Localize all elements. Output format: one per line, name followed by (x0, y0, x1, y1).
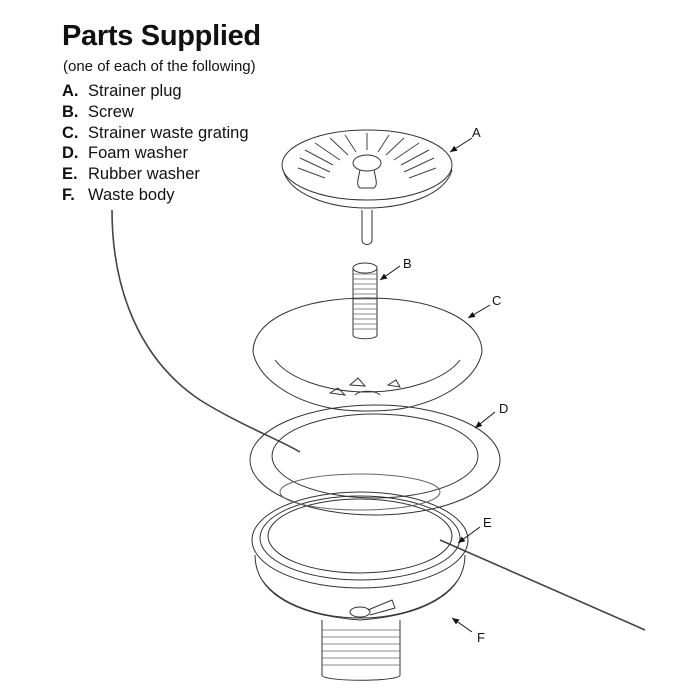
part-letter: C. (62, 123, 79, 142)
part-name: Strainer plug (88, 82, 182, 100)
callout-arrow-a (449, 137, 473, 153)
part-name: Waste body (88, 185, 175, 204)
part-letter: D. (62, 144, 79, 163)
callout-label-a: A (472, 125, 481, 140)
parts-list-item: A. Strainer plug (62, 81, 249, 102)
strainer-waste-grating (252, 297, 483, 412)
screw (352, 262, 378, 340)
part-letter: B. (62, 102, 79, 121)
part-letter: E. (62, 165, 78, 184)
part-name: Rubber washer (88, 165, 200, 184)
callout-label-c: C (492, 293, 501, 308)
parts-list: A. Strainer plug B. Screw C. Strainer waste… (62, 81, 249, 206)
callout-arrow-d (474, 411, 496, 429)
part-letter: F. (62, 185, 75, 204)
foam-washer (249, 404, 501, 516)
cable-line (111, 209, 646, 631)
parts-list-item: E. Rubber washer (62, 164, 249, 185)
part-name: Strainer waste grating (88, 123, 249, 142)
parts-list-item: C. Strainer waste grating (62, 123, 249, 144)
strainer-plug (281, 129, 453, 245)
parts-list-item: F. Waste body (62, 185, 249, 206)
callout-arrow-e (457, 526, 481, 544)
page-title: Parts Supplied (62, 20, 261, 52)
callout-label-b: B (403, 256, 412, 271)
callout-label-e: E (483, 515, 492, 530)
part-letter: A. (62, 82, 79, 100)
parts-list-item: D. Foam washer (62, 143, 249, 164)
part-name: Screw (88, 102, 134, 121)
parts-list-item: B. Screw (62, 102, 249, 123)
callout-label-d: D (499, 401, 508, 416)
page-subtitle: (one of each of the following) (63, 58, 256, 75)
callout-arrow-b (379, 265, 401, 281)
part-name: Foam washer (88, 144, 188, 163)
rubber-washer (251, 473, 469, 589)
callout-arrow-c (467, 304, 491, 319)
callout-label-f: F (477, 630, 485, 645)
waste-body (254, 554, 466, 681)
callout-arrow-f (451, 617, 473, 633)
